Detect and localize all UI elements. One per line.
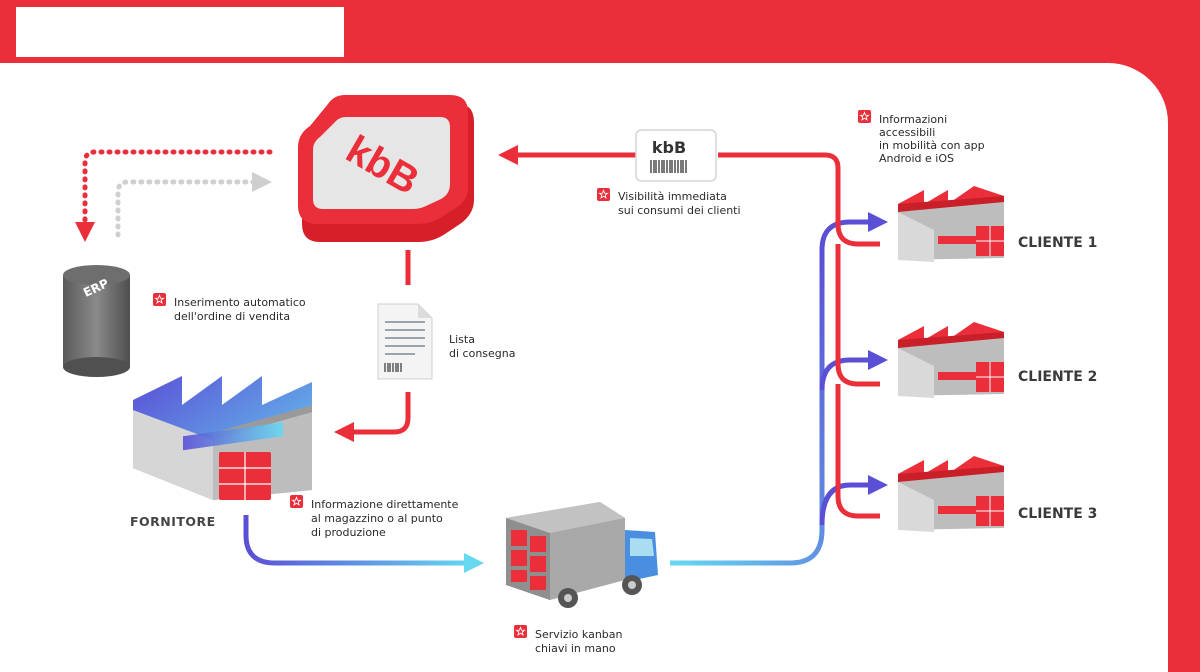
client-label-3: CLIENTE 3 — [1018, 506, 1097, 522]
delivery-path-to-clients — [670, 250, 825, 566]
header-white-box — [16, 7, 344, 57]
supplier-factory — [133, 376, 312, 500]
star-badge-icon — [152, 292, 167, 307]
supplier-label: FORNITORE — [130, 514, 216, 529]
delivery-path-to-truck — [243, 515, 484, 573]
client-label-2: CLIENTE 2 — [1018, 369, 1097, 385]
kbb-central-logo: kbB — [298, 95, 474, 242]
red-return-cliente-2 — [835, 244, 880, 387]
star-badge-icon — [289, 494, 304, 509]
note-servizio: Servizio kanban chiavi in mano — [535, 628, 626, 655]
note-visibilita: Visibilità immediata sui consumi dei cli… — [618, 190, 741, 217]
note-informazione-magazzino: Informazione direttamente al magazzino o… — [311, 498, 462, 539]
note-lista: Lista di consegna — [449, 333, 515, 360]
client-factory-2 — [898, 322, 1004, 398]
red-arrow-to-supplier — [334, 392, 411, 442]
client-label-1: CLIENTE 1 — [1018, 235, 1097, 251]
client-factory-1 — [898, 186, 1004, 262]
red-return-cliente-3 — [835, 384, 880, 519]
star-badge-icon — [513, 624, 528, 639]
red-dotted-arrow — [75, 149, 273, 242]
crates-icon — [219, 452, 271, 500]
blue-arrow-cliente-2 — [819, 350, 888, 391]
delivery-list-document-icon — [377, 303, 433, 380]
kbb-kanban-card-icon: kbB — [635, 129, 717, 182]
erp-database: ERP — [63, 265, 130, 377]
blue-arrow-cliente-3 — [819, 475, 888, 526]
note-inserimento: Inserimento automatico dell'ordine di ve… — [174, 296, 309, 323]
red-return-line — [718, 152, 880, 247]
star-badge-icon — [857, 109, 872, 124]
star-badge-icon — [596, 187, 611, 202]
card-logo-text: kbB — [652, 138, 686, 157]
note-informazioni-app: Informazioni accessibili in mobilità con… — [879, 113, 988, 165]
grey-dotted-arrow — [115, 172, 272, 238]
client-factory-3 — [898, 456, 1004, 532]
delivery-truck-icon — [506, 502, 658, 608]
blue-arrow-cliente-1 — [819, 212, 888, 251]
